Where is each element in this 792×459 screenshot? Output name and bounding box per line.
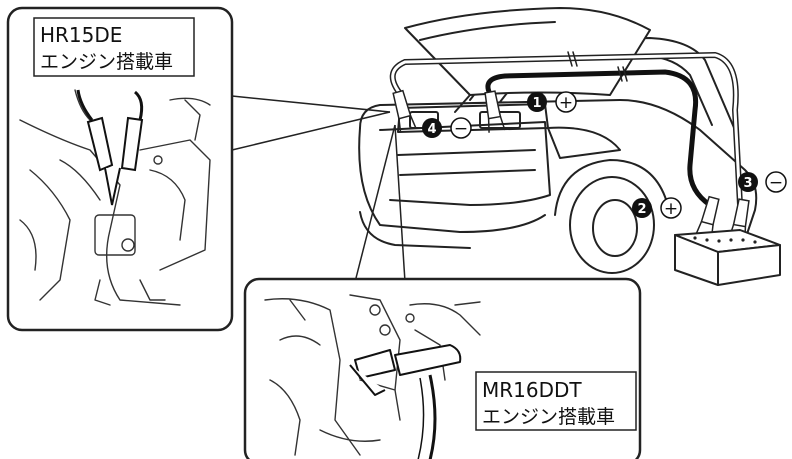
svg-text:2: 2 <box>637 202 646 217</box>
inset-mr16ddt: MR16DDT エンジン搭載車 <box>243 277 642 459</box>
step-2-marker: 2 + <box>632 197 682 219</box>
engine-model-label: HR15DE <box>40 23 122 47</box>
minus-sign: − <box>454 119 468 139</box>
step-3-marker: 3 − <box>738 171 787 193</box>
booster-cables <box>389 51 743 208</box>
svg-text:4: 4 <box>427 122 436 137</box>
svg-text:1: 1 <box>532 96 541 111</box>
minus-sign: − <box>769 173 783 193</box>
svg-text:3: 3 <box>743 176 752 191</box>
plus-sign: + <box>664 199 678 219</box>
leader-lines <box>231 95 406 283</box>
engine-model-label: MR16DDT <box>482 378 582 402</box>
engine-equipped-label: エンジン搭載車 <box>40 51 173 73</box>
step-4-marker: 4 − <box>422 117 472 139</box>
inset-hr15de: HR15DE エンジン搭載車 <box>6 6 234 332</box>
engine-equipped-label: エンジン搭載車 <box>482 406 615 428</box>
booster-battery <box>674 229 781 286</box>
step-1-marker: 1 + <box>527 91 577 113</box>
plus-sign: + <box>559 93 573 113</box>
